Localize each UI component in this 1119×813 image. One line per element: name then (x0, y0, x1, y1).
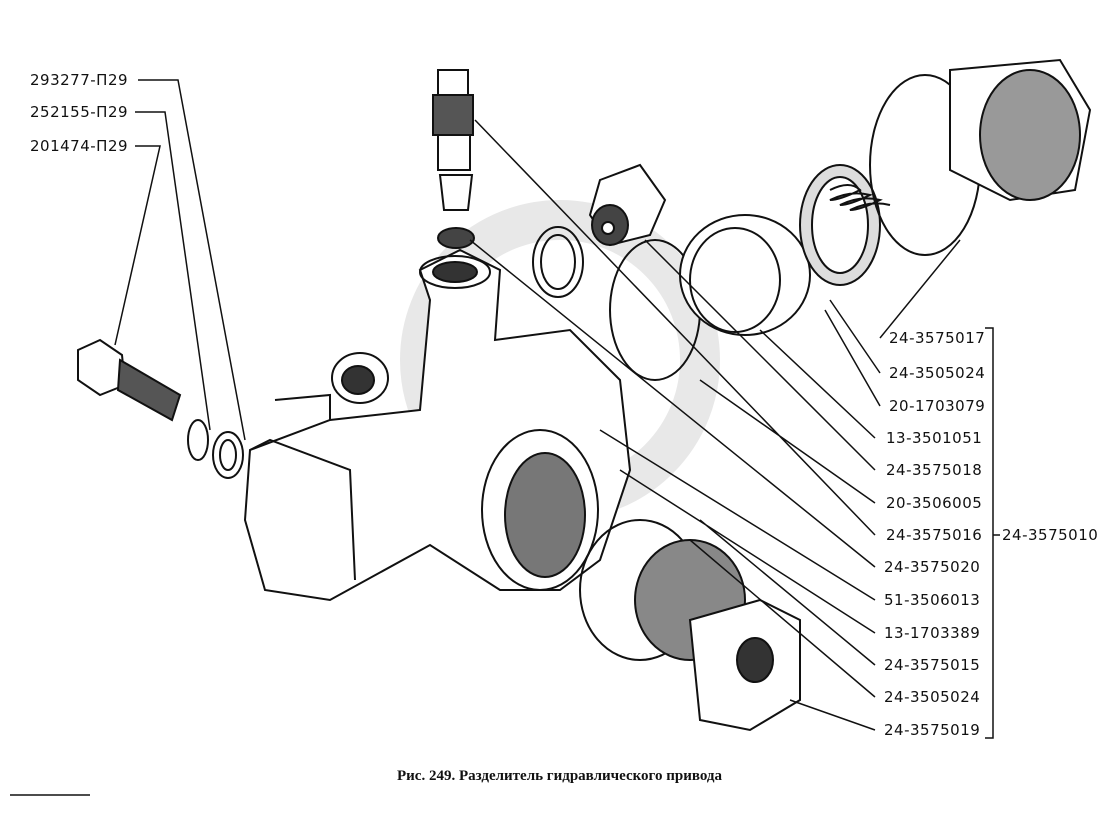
part-label: 293277-П29 (30, 71, 129, 89)
part-label: 24-3575019 (884, 721, 981, 739)
ring-part (532, 226, 584, 298)
part-label: 24-3505024 (884, 688, 981, 706)
part-label: 24-3575020 (884, 558, 981, 576)
assembly-label: 24-3575010 (1002, 526, 1099, 544)
piston-part (679, 214, 811, 336)
leader-lines (10, 79, 1000, 796)
divider-body (243, 248, 632, 602)
part-label: 24-3575017 (889, 329, 986, 347)
part-label: 24-3575018 (886, 461, 983, 479)
bolt-part (77, 338, 244, 479)
part-label: 252155-П29 (30, 103, 129, 121)
pin-part (432, 69, 475, 249)
part-label: 20-1703079 (889, 397, 986, 415)
part-label: 13-1703389 (884, 624, 981, 642)
part-label: 51-3506013 (884, 591, 981, 609)
spring-part (799, 164, 891, 286)
part-label: 201474-П29 (30, 137, 129, 155)
part-label: 24-3575015 (884, 656, 981, 674)
figure-caption: Рис. 249. Разделитель гидравлического пр… (396, 768, 723, 784)
fitting-part (588, 163, 667, 247)
bottom-plug-part (634, 539, 801, 732)
end-cap-part (949, 58, 1092, 202)
part-label: 20-3506005 (886, 494, 983, 512)
part-label: 24-3575016 (886, 526, 983, 544)
part-label: 24-3505024 (889, 364, 986, 382)
part-label: 13-3501051 (886, 429, 983, 447)
